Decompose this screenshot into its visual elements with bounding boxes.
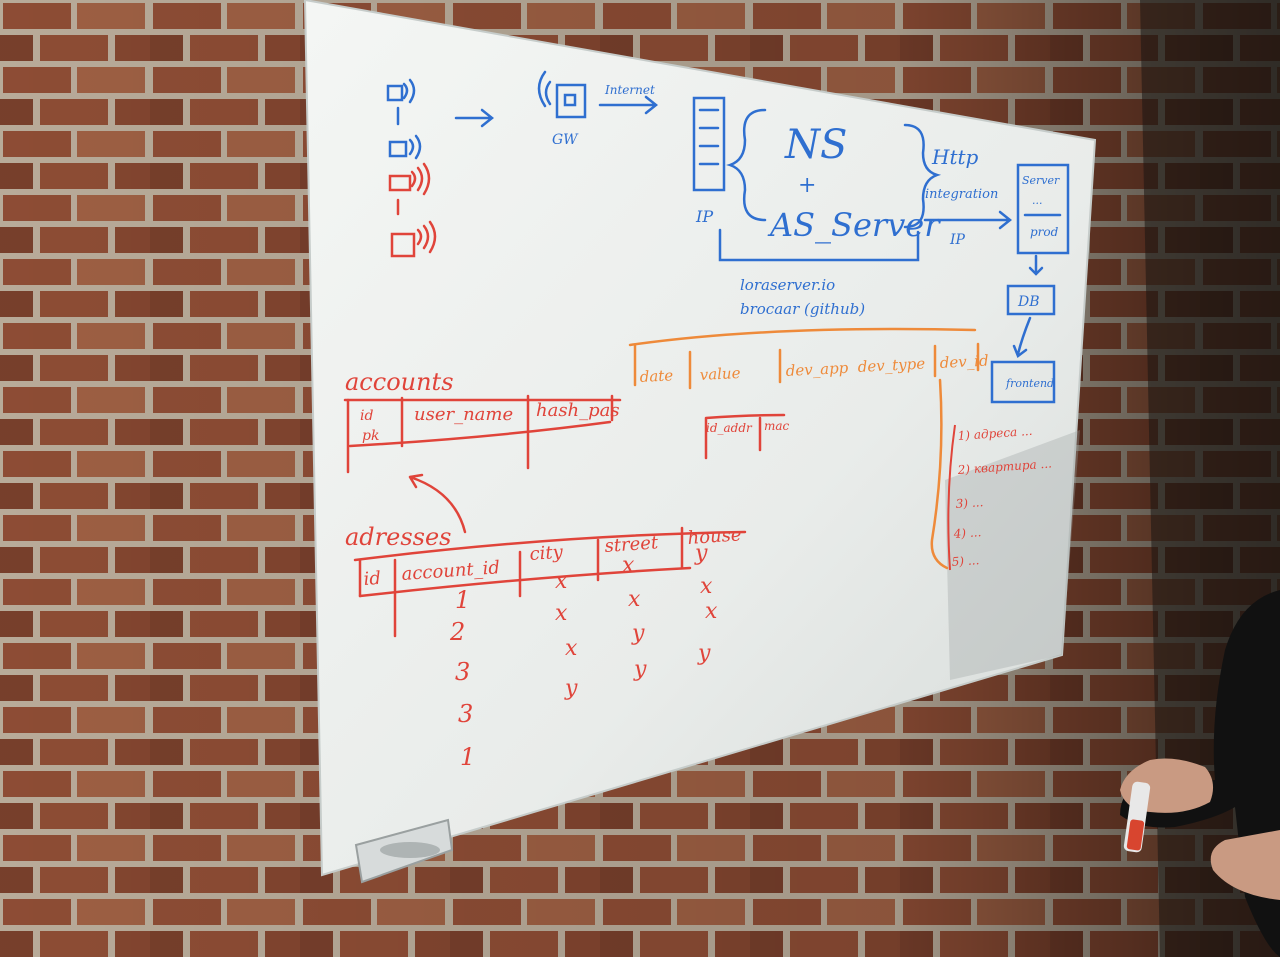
cell-mark-5: x	[628, 587, 641, 612]
mac-label: mac	[764, 419, 790, 433]
ip-label-left: IP	[695, 207, 713, 226]
orange-col-3: dev_type	[857, 354, 925, 376]
http-label: Http	[931, 145, 979, 169]
internet-label: Internet	[604, 83, 655, 97]
list-item-0: 1) адреса ...	[957, 424, 1033, 443]
ns-label: NS	[784, 122, 847, 168]
addresses-table	[353, 413, 786, 638]
loraserver-label: loraserver.io	[740, 276, 835, 294]
addresses-col-2: city	[529, 542, 564, 565]
account-id-3: 3	[458, 700, 473, 728]
gw-label: GW	[552, 132, 579, 148]
accounts-table	[343, 394, 622, 534]
cell-mark-3: x	[700, 574, 713, 599]
orange-col-2: dev_app	[785, 359, 849, 380]
account-id-0: 1	[455, 586, 470, 614]
accounts-col-pk: pk	[362, 428, 379, 444]
cell-mark-0: x	[555, 569, 568, 594]
cell-mark-1: x	[622, 553, 635, 578]
orange-table	[628, 327, 980, 570]
addresses-col-4: house	[687, 524, 742, 549]
account-id-4: 1	[460, 743, 475, 771]
red-bracket	[947, 424, 956, 571]
accounts-col-id: id	[360, 408, 373, 424]
account-id-1: 2	[449, 618, 465, 646]
as-server-label: AS_Server	[767, 206, 941, 244]
accounts-title: accounts	[345, 368, 454, 396]
accounts-col-hash-pas: hash_pas	[536, 400, 620, 421]
plus-label: +	[798, 173, 816, 198]
integration-label: integration	[925, 187, 998, 202]
addresses-col-0: id	[363, 568, 382, 590]
addresses-col-3: street	[604, 532, 660, 557]
id-addr-label: id_addr	[706, 421, 753, 435]
whiteboard	[303, 0, 1097, 877]
list-item-4: 5) ...	[951, 553, 979, 569]
db-label: DB	[1017, 294, 1040, 310]
person-with-marker	[1120, 590, 1280, 957]
orange-col-0: date	[639, 366, 673, 386]
marker-holder	[354, 818, 454, 884]
cell-mark-11: y	[633, 657, 647, 682]
brocaar-label: brocaar (github)	[740, 300, 865, 318]
list-item-3: 4) ...	[952, 525, 981, 541]
red-devices	[388, 162, 437, 258]
cell-mark-9: y	[697, 641, 711, 666]
addresses-title: adresses	[345, 523, 452, 551]
orange-col-1: value	[699, 364, 741, 384]
frontend-label: frontend	[1005, 377, 1054, 390]
cell-mark-10: y	[564, 676, 578, 701]
server-top-label: Server	[1022, 174, 1060, 187]
cell-mark-6: x	[705, 599, 718, 624]
accounts-col-user-name: user_name	[414, 404, 513, 425]
cell-mark-7: x	[565, 636, 578, 661]
server-prod-label: prod	[1030, 225, 1059, 239]
cell-mark-2: y	[694, 541, 708, 566]
ip-label-right: IP	[949, 232, 966, 248]
list-item-1: 2) квартира ...	[956, 456, 1052, 477]
server-dots-label: ...	[1032, 194, 1043, 207]
list-item-2: 3) ...	[955, 495, 983, 511]
orange-col-4: dev_id	[939, 351, 989, 372]
account-id-2: 3	[455, 658, 470, 686]
blue-diagram	[386, 70, 1070, 404]
cell-mark-8: y	[631, 621, 645, 646]
cell-mark-4: x	[555, 601, 568, 626]
